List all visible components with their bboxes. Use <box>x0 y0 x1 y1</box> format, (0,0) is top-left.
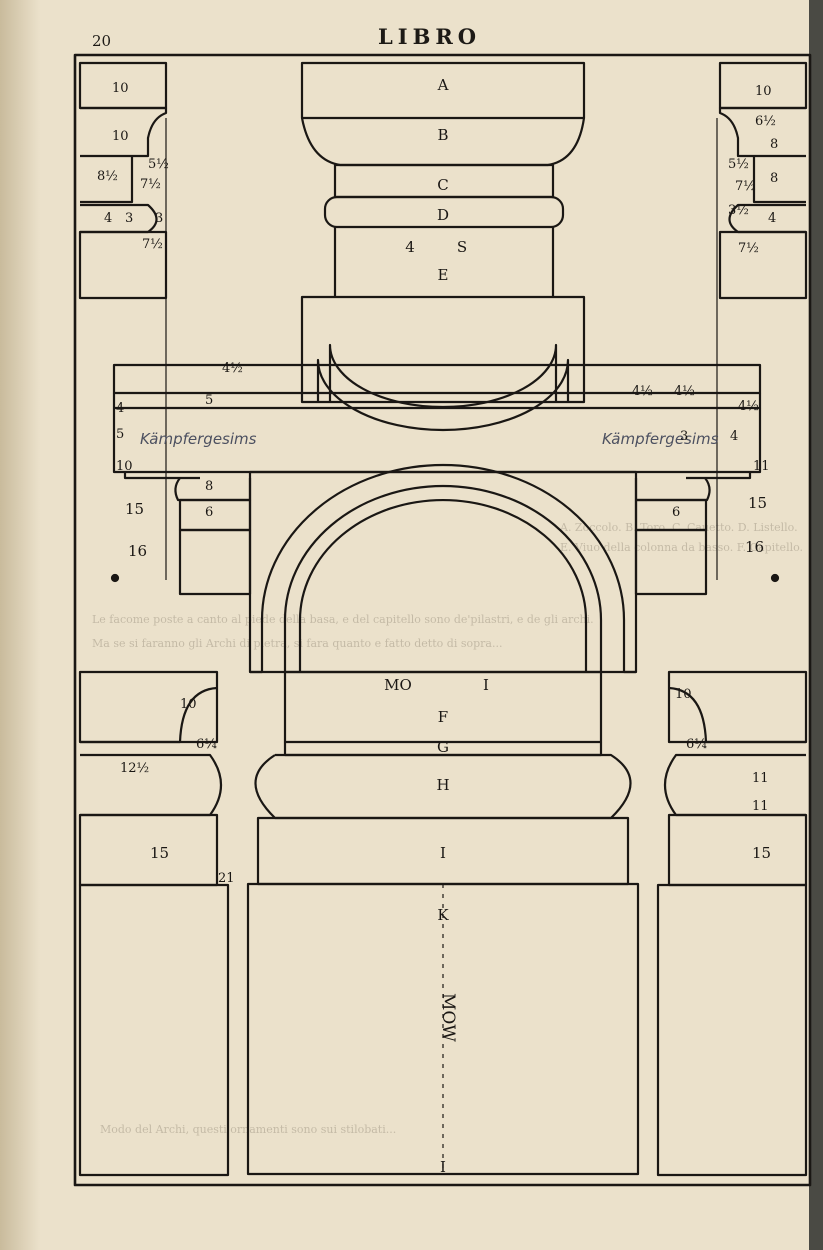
dim-number: 6¼ <box>196 737 217 752</box>
label-b: B <box>437 126 448 144</box>
dim-number: 5 <box>116 427 124 442</box>
label-s: S <box>457 238 467 256</box>
dim-number: 11 <box>752 771 769 786</box>
label-f: F <box>438 708 448 726</box>
dim-number: 8½ <box>97 169 118 184</box>
dim-number: 3 <box>680 429 688 444</box>
label-a: A <box>437 76 449 94</box>
dim-number: 16 <box>745 538 764 556</box>
bleed-through-text: E. Viuo della colonna da basso. F. Capit… <box>560 541 804 554</box>
dim-number: 15 <box>748 494 767 512</box>
dim-number: 10 <box>755 84 772 99</box>
dim-number: 3½ <box>728 203 749 218</box>
capital-abacus <box>300 61 586 120</box>
dim-number: 3 <box>125 211 133 226</box>
dim-number: 4½ <box>674 384 695 399</box>
dim-number: 6¼ <box>686 737 707 752</box>
dim-number: 7½ <box>735 179 756 194</box>
dim-number: 12½ <box>120 761 149 776</box>
dim-number: 3 <box>155 211 163 226</box>
dim-number: 6 <box>205 505 213 520</box>
label-c: C <box>437 176 448 194</box>
column-base-plinth <box>283 670 603 744</box>
page-gutter-shadow <box>0 0 40 1250</box>
dim-number: 10 <box>116 459 133 474</box>
dim-number: 7½ <box>140 177 161 192</box>
dim-number: 8 <box>770 137 778 152</box>
dim-number: 11 <box>752 799 769 814</box>
dim-number: 8 <box>770 171 778 186</box>
dim-number: 4 <box>116 401 124 416</box>
outer-frame <box>73 53 812 1187</box>
dim-number: 4½ <box>632 384 653 399</box>
dim-number: 15 <box>150 844 169 862</box>
dim-number: 10 <box>112 81 129 96</box>
handwritten-note-right: Kämpfergesims <box>602 430 719 448</box>
label-4: 4 <box>405 238 415 256</box>
arch-block <box>248 470 638 674</box>
label-i-lower: I <box>440 844 446 862</box>
dim-number: 4 <box>768 211 776 226</box>
running-head: LIBRO <box>378 24 482 49</box>
drawing-lines <box>73 53 812 1187</box>
dim-number: 4 <box>104 211 112 226</box>
page-number: 20 <box>92 32 112 50</box>
dim-number: 15 <box>752 844 771 862</box>
dim-number: 6 <box>672 505 680 520</box>
bleed-through-text: Ma se si faranno gli Archi di pietra, si… <box>92 637 503 650</box>
dim-number: 5½ <box>148 157 169 172</box>
label-h: H <box>436 776 449 794</box>
vertical-word: MOW <box>438 993 458 1042</box>
bleed-through-text: Le facome poste a canto al piede della b… <box>92 613 594 626</box>
label-mo: MO <box>384 676 412 694</box>
column-neck <box>333 227 555 297</box>
impost-cornice <box>112 363 762 395</box>
handwritten-note-left: Kämpfergesims <box>140 430 257 448</box>
dim-number: 21 <box>218 871 235 886</box>
dim-number: 15 <box>125 500 144 518</box>
dim-number: 4½ <box>222 361 243 376</box>
label-i-bottom: I <box>440 1158 446 1176</box>
label-k: K <box>437 906 449 924</box>
dim-number: 7½ <box>738 241 759 256</box>
label-d: D <box>437 206 449 224</box>
dim-number: 10 <box>112 129 129 144</box>
label-e: E <box>438 266 449 284</box>
dim-number: 7½ <box>142 237 163 252</box>
label-g: G <box>437 738 449 756</box>
dim-number: 11 <box>753 459 770 474</box>
dim-number: 16 <box>128 542 147 560</box>
label-i-upper: I <box>483 676 489 694</box>
dim-number: 5 <box>205 393 213 408</box>
page-edge <box>809 0 823 1250</box>
dim-number: 4½ <box>738 399 759 414</box>
main-arch <box>250 463 636 674</box>
dim-number: 6½ <box>755 114 776 129</box>
dim-number: 10 <box>675 687 692 702</box>
dim-number: 4 <box>730 429 738 444</box>
dim-number: 10 <box>180 697 197 712</box>
bleed-through-text: A. Zoccolo. B. Toro. C. Cauetto. D. List… <box>560 521 798 534</box>
dim-number: 8 <box>205 479 213 494</box>
upper-block <box>300 295 586 404</box>
dim-number: 5½ <box>728 157 749 172</box>
